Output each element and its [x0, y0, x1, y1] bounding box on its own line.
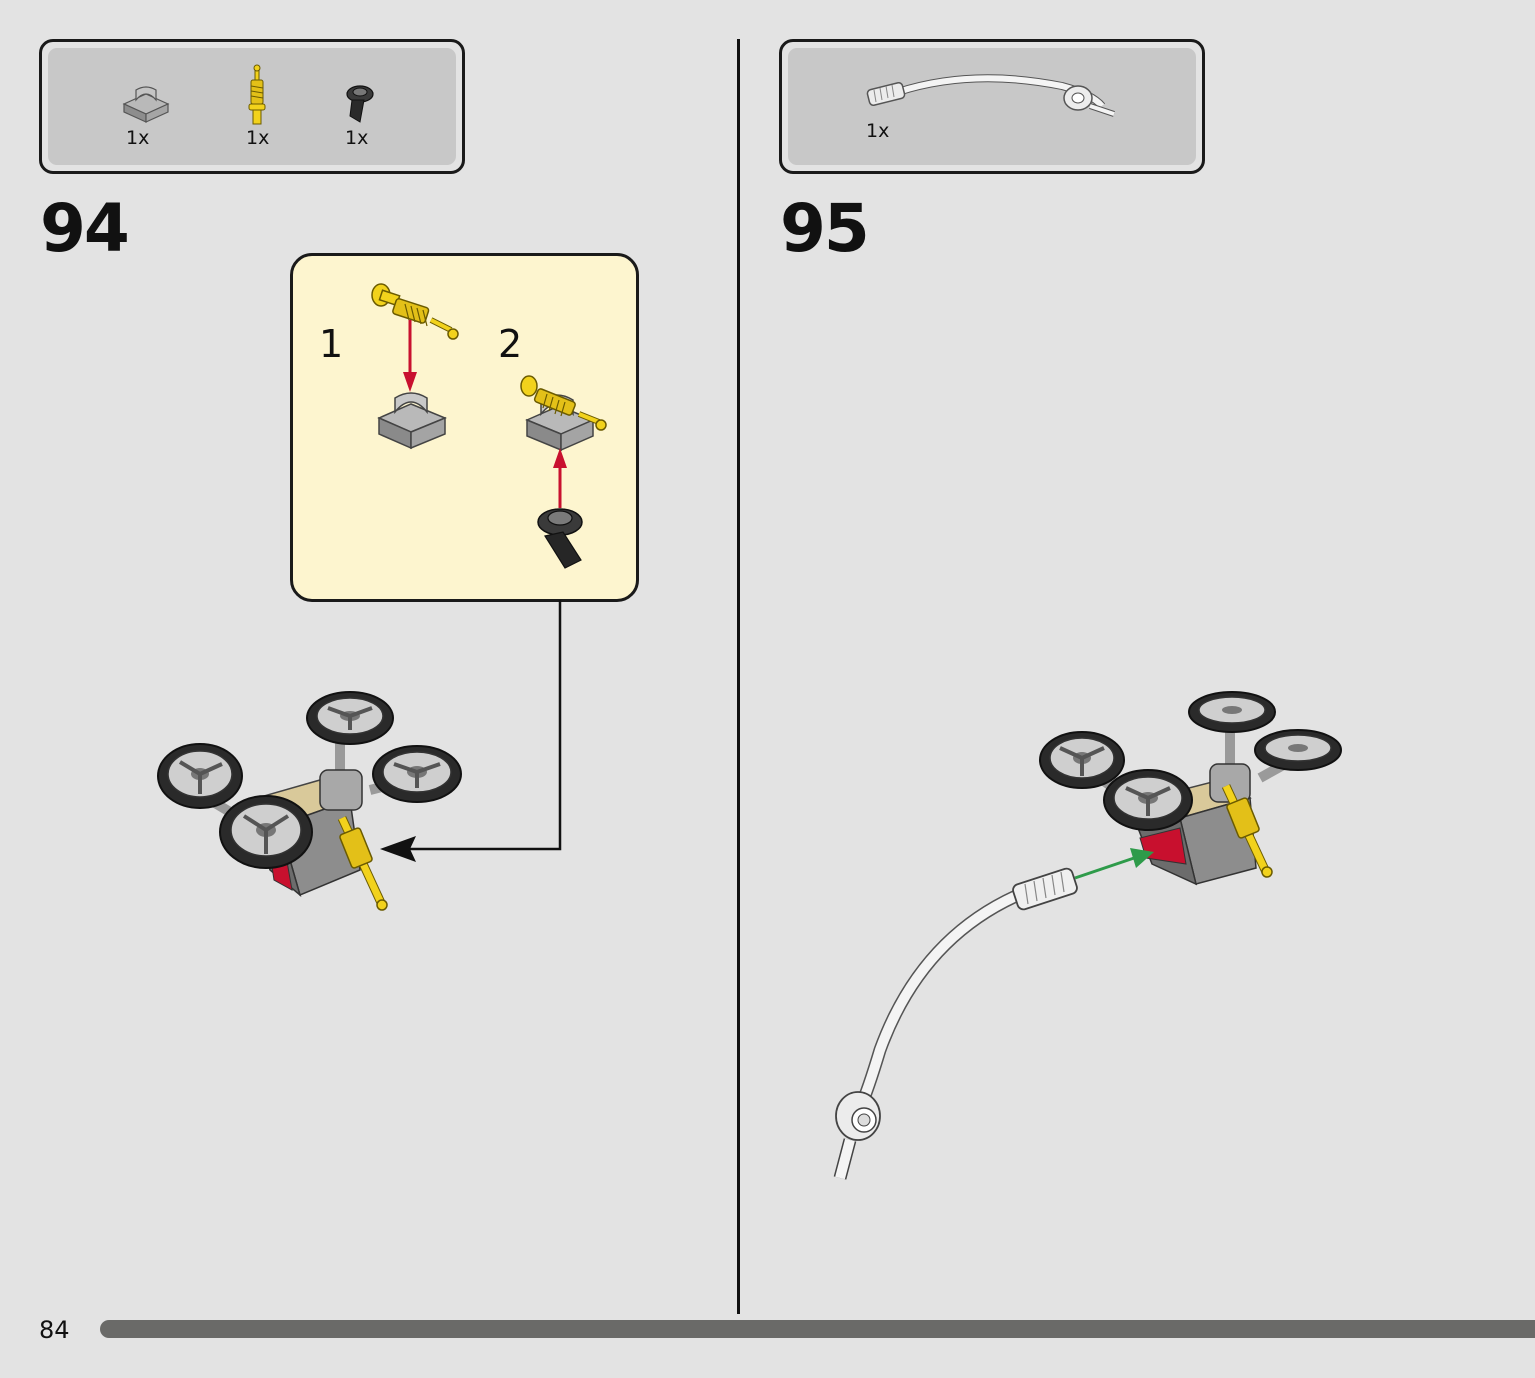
yellow-shock-absorber-icon [371, 283, 459, 340]
wheel-icon [1039, 731, 1125, 789]
clip-plate-icon [377, 392, 447, 450]
substep-number: 1 [319, 322, 344, 366]
wheel-icon [1254, 729, 1342, 771]
wheel-icon [219, 795, 313, 869]
wheel-icon [1188, 691, 1276, 733]
clip-plate-part-icon [122, 86, 170, 123]
clip-with-shock-icon [520, 375, 607, 452]
wheel-icon [372, 745, 462, 803]
black-tile-clip-part-icon [346, 85, 374, 123]
step-95-model-illustration [1039, 691, 1342, 886]
black-tile-clip-icon [537, 508, 583, 569]
step-number: 94 [40, 190, 130, 267]
callout-pointer [380, 600, 562, 862]
wheel-icon [306, 691, 394, 745]
part-qty: 1x [866, 120, 890, 142]
part-qty: 1x [345, 127, 369, 149]
progress-bar [100, 1320, 1535, 1338]
wheel-icon [157, 743, 243, 809]
substep-1-illustration [371, 283, 459, 450]
hose-end-connector-icon [1012, 867, 1078, 911]
step-95-hose-illustration [833, 848, 1154, 1180]
parts-list-step-95 [779, 39, 1205, 174]
step-number: 95 [780, 190, 870, 267]
step-94-model-illustration [157, 691, 462, 911]
page-divider [737, 39, 740, 1314]
wheel-icon [1103, 769, 1193, 831]
part-qty: 1x [246, 127, 270, 149]
yellow-shock-absorber-part-icon [248, 64, 266, 125]
parts-list-step-94 [39, 39, 465, 174]
page-number: 84 [39, 1316, 70, 1344]
substep-number: 2 [498, 322, 523, 366]
hose-ball-joint-icon [833, 1091, 881, 1180]
substep-2-illustration [520, 375, 607, 569]
part-qty: 1x [126, 127, 150, 149]
flexible-hose-part-icon [866, 74, 1115, 117]
